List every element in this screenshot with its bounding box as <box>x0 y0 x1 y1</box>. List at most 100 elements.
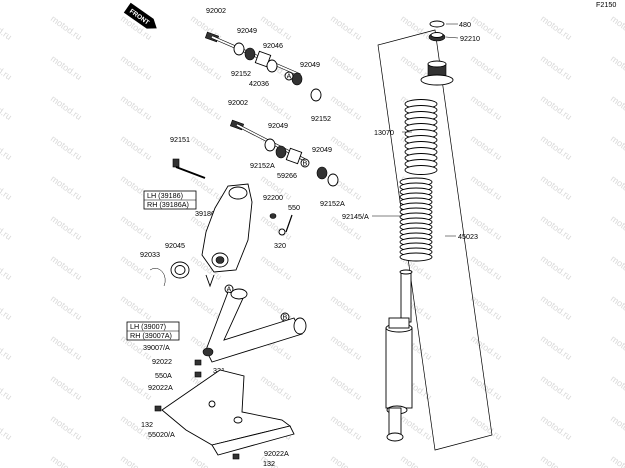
watermark-text: motod.ru <box>189 453 224 468</box>
shock-body <box>385 327 413 409</box>
label-92049-a: 92049 <box>237 26 257 35</box>
arm-rh-label: RH (39007A) <box>130 331 172 340</box>
watermark-text: motod.ru <box>189 133 224 162</box>
watermark-text: motod.ru <box>0 93 14 122</box>
watermark-text: motod.ru <box>539 213 574 242</box>
label-45023: 45023 <box>458 232 478 241</box>
watermark-text: motod.ru <box>609 173 625 202</box>
watermark-text: motod.ru <box>0 173 14 202</box>
watermark-text: motod.ru <box>329 453 364 468</box>
side-box-knuckle: LH (39186) RH (39186A) <box>143 190 197 210</box>
label-92022A-b: 92022A <box>264 449 289 458</box>
shock-bottom-eye <box>388 407 402 437</box>
watermark-text: motod.ru <box>469 333 504 362</box>
label-92152A-b: 92152A <box>320 199 345 208</box>
watermark-text: motod.ru <box>119 93 154 122</box>
watermark-text: motod.ru <box>189 53 224 82</box>
label-92002-mid: 92002 <box>228 98 248 107</box>
watermark-text: motod.ru <box>0 453 14 468</box>
watermark-text: motod.ru <box>539 93 574 122</box>
watermark-text: motod.ru <box>49 333 84 362</box>
watermark-text: motod.ru <box>609 453 625 468</box>
watermark-text: motod.ru <box>0 53 14 82</box>
watermark-text: motod.ru <box>0 213 14 242</box>
watermark-text: motod.ru <box>329 93 364 122</box>
watermark-text: motod.ru <box>539 133 574 162</box>
circlip-480 <box>429 20 445 28</box>
watermark-text: motod.ru <box>329 53 364 82</box>
boot-ring <box>404 165 438 175</box>
shock-absorber <box>377 20 493 451</box>
watermark-text: motod.ru <box>0 333 14 362</box>
watermark-text: motod.ru <box>609 333 625 362</box>
svg-text:A: A <box>227 285 232 294</box>
watermark-text: motod.ru <box>539 173 574 202</box>
watermark-text: motod.ru <box>609 213 625 242</box>
watermark-text: motod.ru <box>539 453 574 468</box>
label-92022A-a: 92022A <box>148 383 173 392</box>
label-92045: 92045 <box>165 241 185 250</box>
watermark-text: motod.ru <box>119 133 154 162</box>
watermark-text: motod.ru <box>49 293 84 322</box>
watermark-text: motod.ru <box>469 93 504 122</box>
watermark-text: motod.ru <box>49 213 84 242</box>
label-132-a: 132 <box>141 420 153 429</box>
label-480: 480 <box>459 20 471 29</box>
dust-boot-13070 <box>404 99 438 175</box>
side-box-arm: LH (39007) RH (39007A) <box>126 321 180 341</box>
lower-a-arm <box>202 288 307 363</box>
label-42036: 42036 <box>249 79 269 88</box>
watermark-text: motod.ru <box>609 93 625 122</box>
watermark-text: motod.ru <box>119 53 154 82</box>
label-92046: 92046 <box>263 41 283 50</box>
label-92049-c: 92049 <box>268 121 288 130</box>
watermark-text: motod.ru <box>469 173 504 202</box>
label-13070: 13070 <box>374 128 394 137</box>
watermark-text: motod.ru <box>0 133 14 162</box>
watermark-text: motod.ru <box>0 13 14 42</box>
label-59266: 59266 <box>277 171 297 180</box>
label-92152A-a: 92152A <box>250 161 275 170</box>
label-92200: 92200 <box>263 193 283 202</box>
knuckle-rh-label: RH (39186A) <box>147 200 189 209</box>
watermark-text: motod.ru <box>329 13 364 42</box>
label-92145A: 92145/A <box>342 212 369 221</box>
label-92049-b: 92049 <box>300 60 320 69</box>
circlip-92033 <box>149 268 166 287</box>
watermark-text: motod.ru <box>189 93 224 122</box>
callout-a2: A <box>224 285 234 294</box>
knuckle-lh-label: LH (39186) <box>147 191 183 200</box>
label-320: 320 <box>274 241 286 250</box>
watermark-text: motod.ru <box>539 53 574 82</box>
watermark-text: motod.ru <box>0 413 14 442</box>
steering-knuckle <box>149 183 293 288</box>
watermark-text: motod.ru <box>259 253 294 282</box>
watermark-text: motod.ru <box>0 373 14 402</box>
watermark-text: motod.ru <box>539 293 574 322</box>
shock-frame <box>377 29 493 451</box>
watermark-text: motod.ru <box>49 413 84 442</box>
spring-coil <box>399 252 433 262</box>
label-92049-d: 92049 <box>312 145 332 154</box>
watermark-text: motod.ru <box>49 93 84 122</box>
watermark-text: motod.ru <box>469 373 504 402</box>
upper-bolt-group <box>172 31 339 187</box>
skid-plate-55020A <box>154 359 295 460</box>
watermark-text: motod.ru <box>259 373 294 402</box>
callout-b1: B <box>300 159 310 168</box>
watermark-text: motod.ru <box>609 53 625 82</box>
watermark-text: motod.ru <box>469 413 504 442</box>
watermark-text: motod.ru <box>609 293 625 322</box>
label-92210: 92210 <box>460 34 480 43</box>
label-55020A: 55020/A <box>148 430 175 439</box>
watermark-text: motod.ru <box>0 253 14 282</box>
watermark-text: motod.ru <box>49 373 84 402</box>
watermark-text: motod.ru <box>399 13 434 42</box>
watermark-text: motod.ru <box>49 253 84 282</box>
watermark: motod.ru motod.ru motod.ru motod.ru motod.ru… <box>0 13 625 468</box>
label-39007A: 39007/A <box>143 343 170 352</box>
watermark-text: motod.ru <box>119 213 154 242</box>
watermark-text: motod.ru <box>609 413 625 442</box>
label-550A: 550A <box>155 371 172 380</box>
